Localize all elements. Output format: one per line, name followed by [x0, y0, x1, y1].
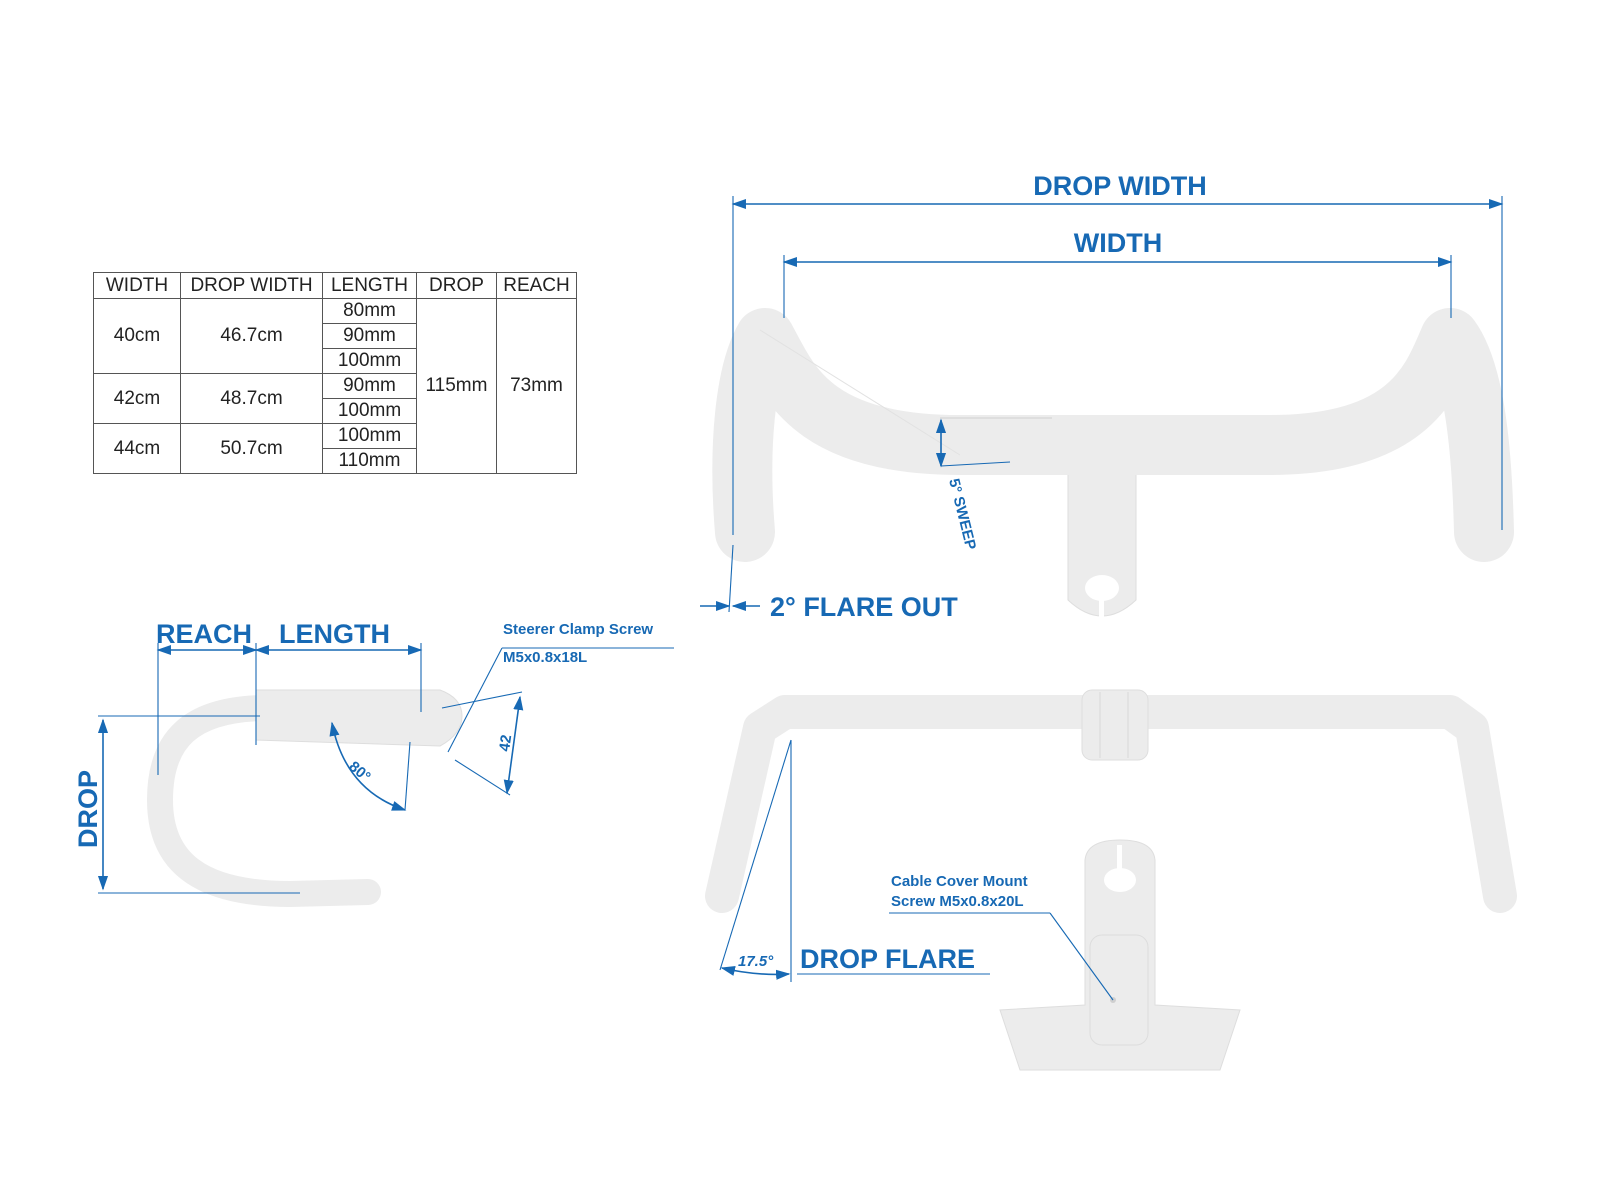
drop-dimension: DROP	[73, 715, 300, 894]
drop-width-cell: 50.7cm	[180, 423, 323, 474]
cable-cover-callout: Cable Cover Mount Screw M5x0.8x20L	[889, 873, 1114, 1001]
drop-flare-dimension: 17.5° DROP FLARE	[719, 739, 990, 982]
front-view-handlebar	[712, 308, 1514, 628]
flare-out-label: 2° FLARE OUT	[770, 592, 958, 622]
table-row: 44cm 50.7cm 100mm	[93, 423, 577, 474]
header-reach: REACH	[496, 272, 577, 299]
steerer-clamp-callout: Steerer Clamp Screw M5x0.8x18L	[447, 621, 674, 753]
angle-80-label: 80°	[345, 758, 373, 786]
drop-flare-label: DROP FLARE	[800, 944, 975, 974]
spec-table: WIDTH DROP WIDTH LENGTH DROP REACH 40cm …	[93, 272, 577, 474]
cable-cover-screw: Screw M5x0.8x20L	[891, 893, 1024, 910]
width-cell: 42cm	[93, 373, 181, 424]
drop-label: DROP	[73, 770, 103, 848]
table-header-row: WIDTH DROP WIDTH LENGTH DROP REACH	[93, 272, 577, 299]
dim-42-label: 42	[496, 734, 515, 753]
drop-width-cell: 46.7cm	[180, 298, 323, 374]
reach-dimension: REACH	[156, 619, 258, 775]
header-width: WIDTH	[93, 272, 181, 299]
header-length: LENGTH	[322, 272, 417, 299]
sweep-label: 5° SWEEP	[945, 477, 979, 552]
length-cell: 90mm	[322, 323, 417, 349]
drop-cell: 115mm	[416, 298, 497, 474]
length-cell: 80mm	[322, 298, 417, 324]
width-cell: 40cm	[93, 298, 181, 374]
length-cell: 100mm	[322, 423, 417, 449]
length-cell: 100mm	[322, 348, 417, 374]
length-label: LENGTH	[279, 619, 390, 649]
angle-17-5-label: 17.5°	[738, 953, 774, 970]
table-row: 110mm	[94, 448, 577, 474]
width-label: WIDTH	[1074, 228, 1162, 258]
side-view-handlebar	[147, 689, 463, 907]
drop-width-cell: 48.7cm	[180, 373, 323, 424]
width-dimension: WIDTH	[782, 228, 1453, 318]
dim-42-dimension: 42	[441, 691, 524, 796]
drop-width-dimension: DROP WIDTH	[731, 171, 1504, 535]
steerer-clamp-label: Steerer Clamp Screw	[503, 621, 653, 638]
table-row: 90mm	[94, 323, 577, 349]
steerer-clamp-spec: M5x0.8x18L	[503, 649, 587, 666]
bottom-view-handlebar	[705, 689, 1517, 1071]
length-cell: 110mm	[322, 448, 417, 474]
header-drop: DROP	[416, 272, 497, 299]
width-cell: 44cm	[93, 423, 181, 474]
drop-width-label: DROP WIDTH	[1033, 171, 1207, 201]
length-cell: 90mm	[322, 373, 417, 399]
length-cell: 100mm	[322, 398, 417, 424]
length-dimension: LENGTH	[254, 619, 423, 712]
reach-label: REACH	[156, 619, 252, 649]
table-row: 40cm 46.7cm 80mm 115mm 73mm	[93, 298, 577, 474]
flare-out-dimension: 2° FLARE OUT	[700, 544, 958, 622]
cable-cover-label: Cable Cover Mount	[891, 873, 1028, 890]
reach-cell: 73mm	[496, 298, 577, 474]
header-drop-width: DROP WIDTH	[180, 272, 323, 299]
